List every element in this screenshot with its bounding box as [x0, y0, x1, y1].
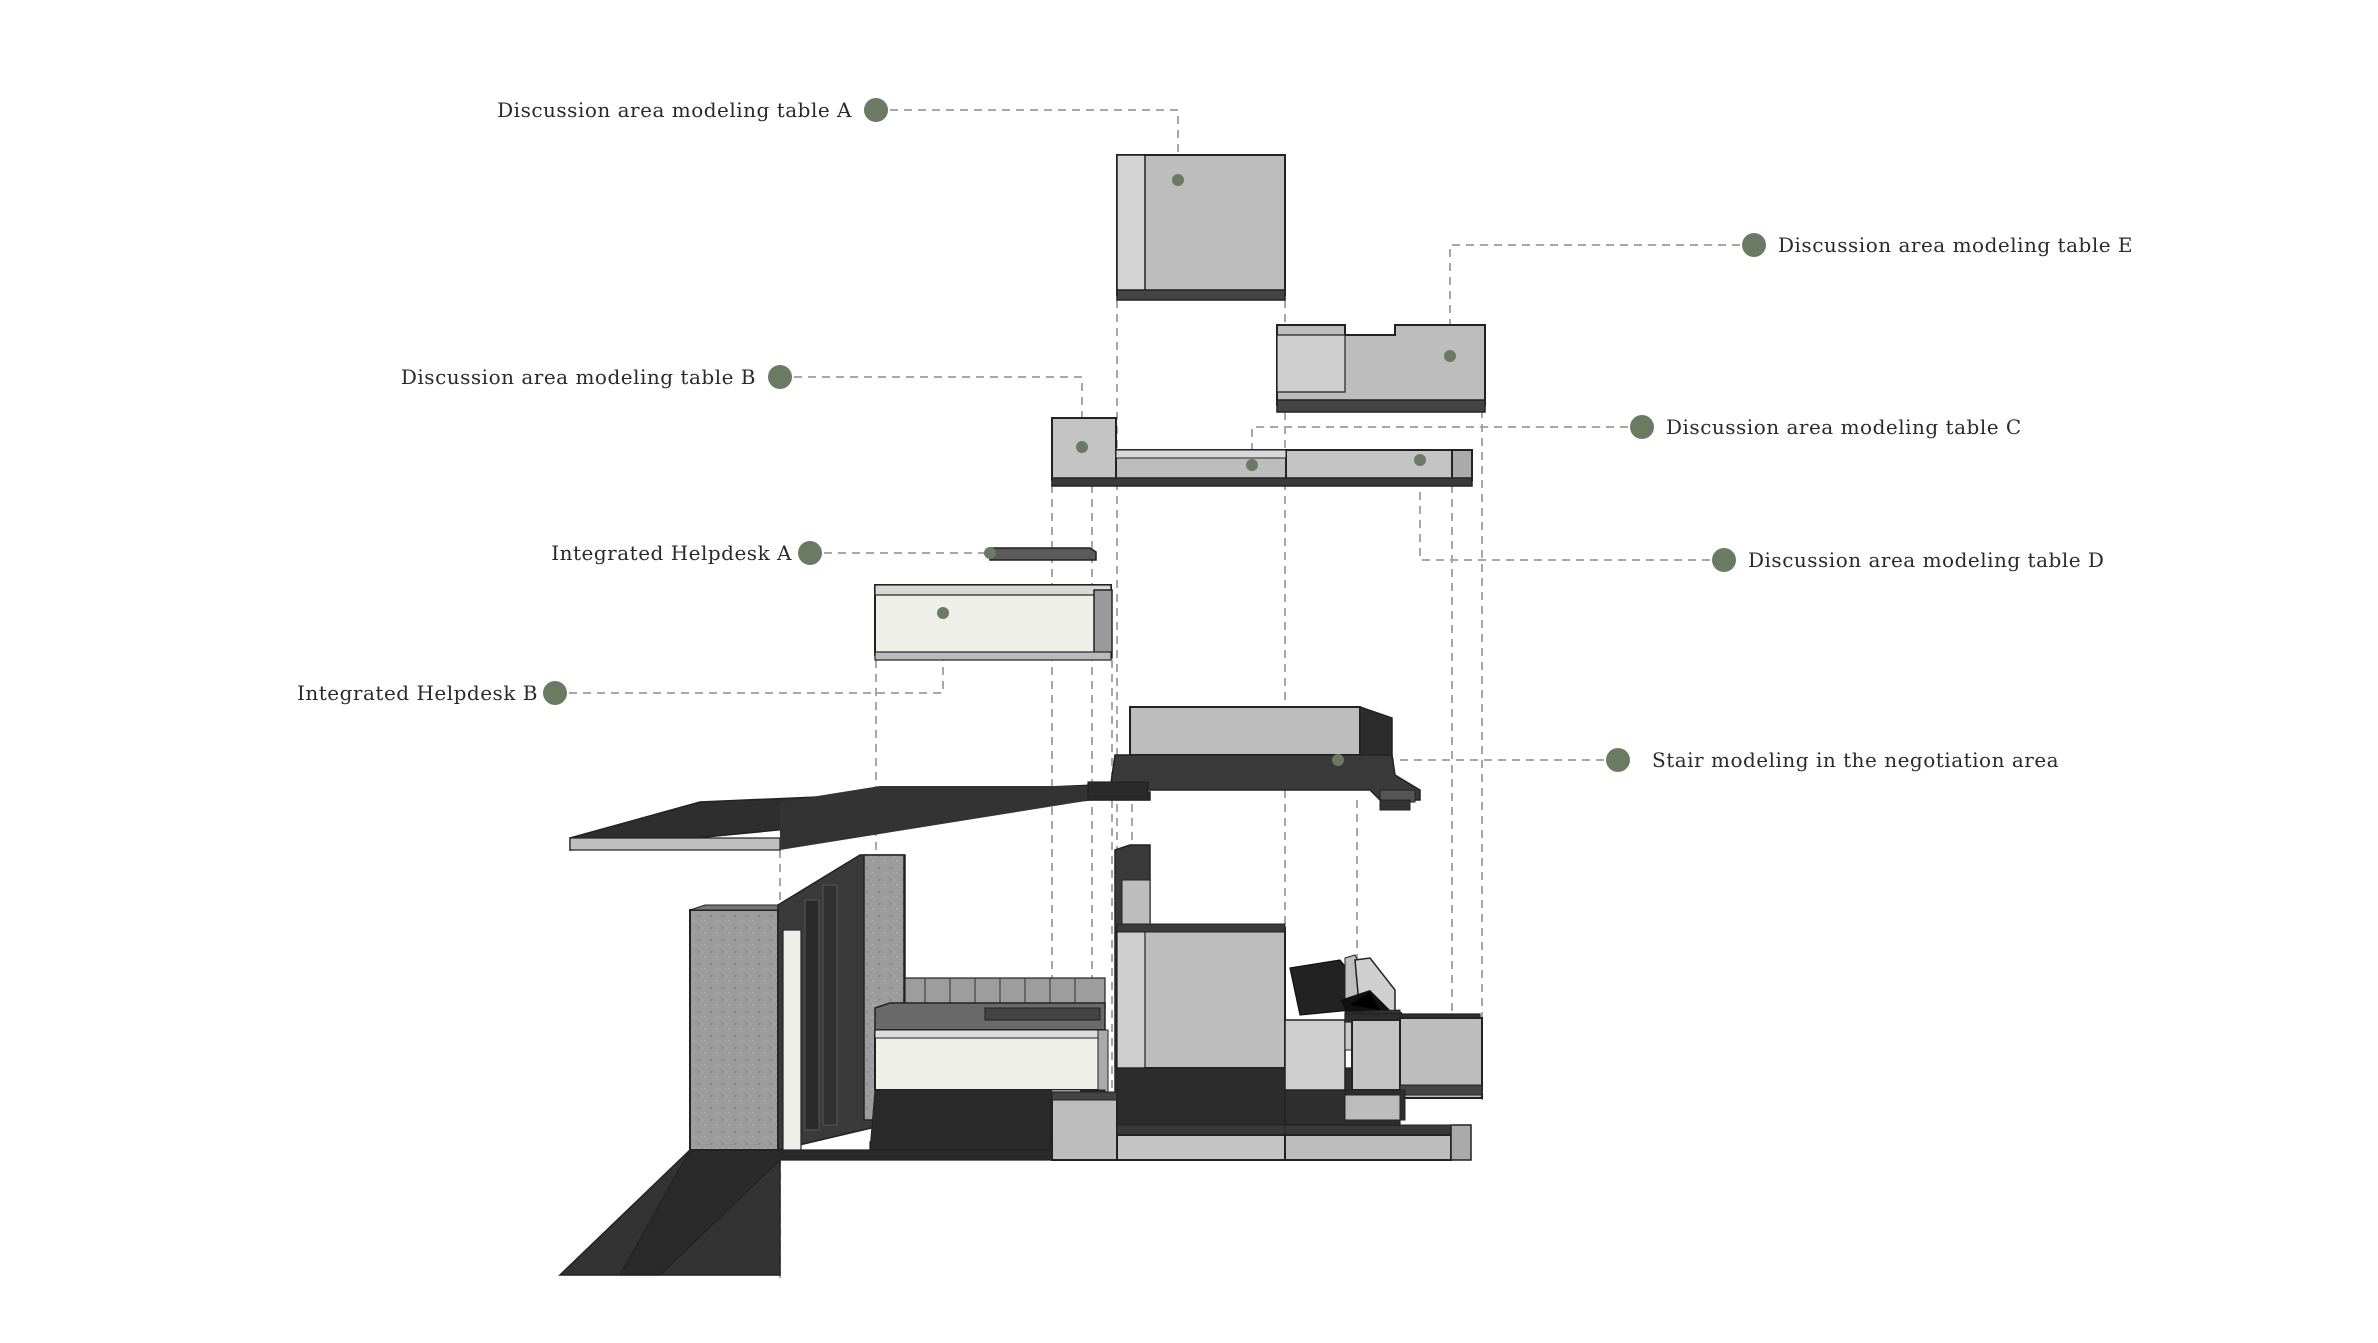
marker-table-a — [864, 98, 888, 122]
marker-table-c — [1630, 415, 1654, 439]
marker-table-b — [768, 365, 792, 389]
stair-slab-level — [569, 705, 1421, 851]
helpdesk-b-model — [874, 584, 1113, 661]
marker-helpdesk-a — [798, 541, 822, 565]
label-table-c: Discussion area modeling table C — [1666, 415, 2022, 439]
label-table-b: Discussion area modeling table B — [400, 365, 756, 389]
marker-table-e — [1742, 233, 1766, 257]
marker-helpdesk-b — [543, 681, 567, 705]
label-table-d: Discussion area modeling table D — [1748, 548, 2105, 572]
helpdesk-a-model — [989, 547, 1097, 561]
ground-floor-assembly — [558, 844, 1483, 1276]
label-helpdesk-b: Integrated Helpdesk B — [296, 681, 538, 705]
table-e-model — [1276, 324, 1486, 413]
marker-table-d — [1712, 548, 1736, 572]
label-stair: Stair modeling in the negotiation area — [1652, 748, 2060, 772]
table-b-c-d-model — [1051, 417, 1473, 487]
marker-stair — [1606, 748, 1630, 772]
label-table-e: Discussion area modeling table E — [1778, 233, 2134, 257]
label-table-a: Discussion area modeling table A — [497, 98, 852, 122]
anchor-dots — [937, 174, 1456, 766]
label-helpdesk-a: Integrated Helpdesk A — [551, 541, 792, 565]
table-a-model — [1116, 154, 1286, 301]
label-markers — [543, 98, 1766, 772]
